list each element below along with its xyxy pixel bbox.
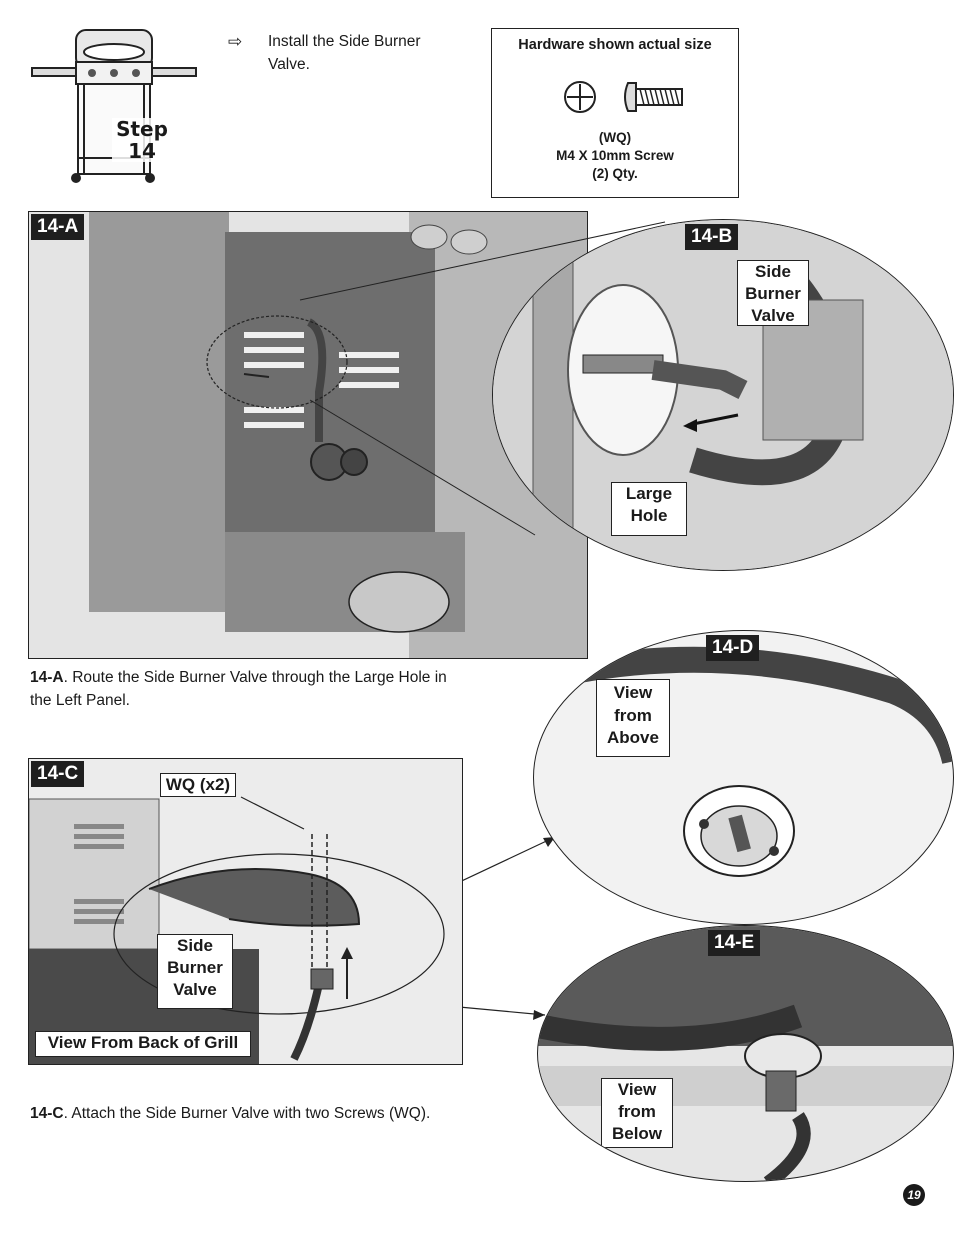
hardware-box: Hardware shown actual size (WQ) M4 X 10m… [491,28,739,198]
callout-large-hole: Large Hole [611,482,687,536]
figure-14b: 14-B Side Burner Valve Large Hole [492,219,954,571]
grill-cart-illustration [29,212,587,658]
grill-back-illustration [29,759,462,1064]
callout-side-burner-valve-14b: Side Burner Valve [737,260,809,326]
instruction-text: Install the Side Burner Valve. [268,33,421,73]
caption-14a: 14-A. Route the Side Burner Valve throug… [30,666,460,712]
figure-tag-14d: 14-D [706,635,760,661]
view-above-illustration [571,646,953,877]
page-number: 19 [903,1184,925,1206]
step-grill-thumbnail: Step 14 [28,26,200,186]
screw-icon [564,81,683,113]
callout-view-from-below: View from Below [601,1078,673,1148]
step-number: Step 14 [112,118,172,162]
valve-detail-illustration [493,220,953,570]
caption-14a-text: . Route the Side Burner Valve through th… [30,669,447,709]
figure-14c: 14-C WQ (x2) Side Burner Valve View From… [28,758,463,1065]
hardware-name: M4 X 10mm Screw [556,148,674,163]
hardware-description: (WQ) M4 X 10mm Screw (2) Qty. [492,129,738,183]
figure-tag-14b: 14-B [685,224,739,250]
hardware-title: Hardware shown actual size [518,37,712,53]
caption-14c-text: . Attach the Side Burner Valve with two … [63,1105,431,1122]
figure-tag-14a: 14-A [31,214,85,240]
hardware-code: (WQ) [598,130,632,145]
figure-14e: 14-E View from Below [537,925,954,1182]
caption-14a-ref: 14-A [30,669,64,686]
callout-view-from-above: View from Above [596,679,670,757]
figure-tag-14e: 14-E [708,930,761,956]
callout-wq-x2: WQ (x2) [160,773,236,797]
callout-view-from-back: View From Back of Grill [35,1031,251,1057]
callout-side-burner-valve-14c: Side Burner Valve [157,934,233,1009]
figure-tag-14c: 14-C [31,761,85,787]
caption-14c-ref: 14-C [30,1105,64,1122]
figure-14a: 14-A [28,211,588,659]
figure-14d: 14-D View from Above [533,630,954,925]
arrow-right-icon: ⇨ [228,32,243,51]
caption-14c: 14-C. Attach the Side Burner Valve with … [30,1102,460,1125]
hardware-qty: (2) Qty. [592,166,638,181]
